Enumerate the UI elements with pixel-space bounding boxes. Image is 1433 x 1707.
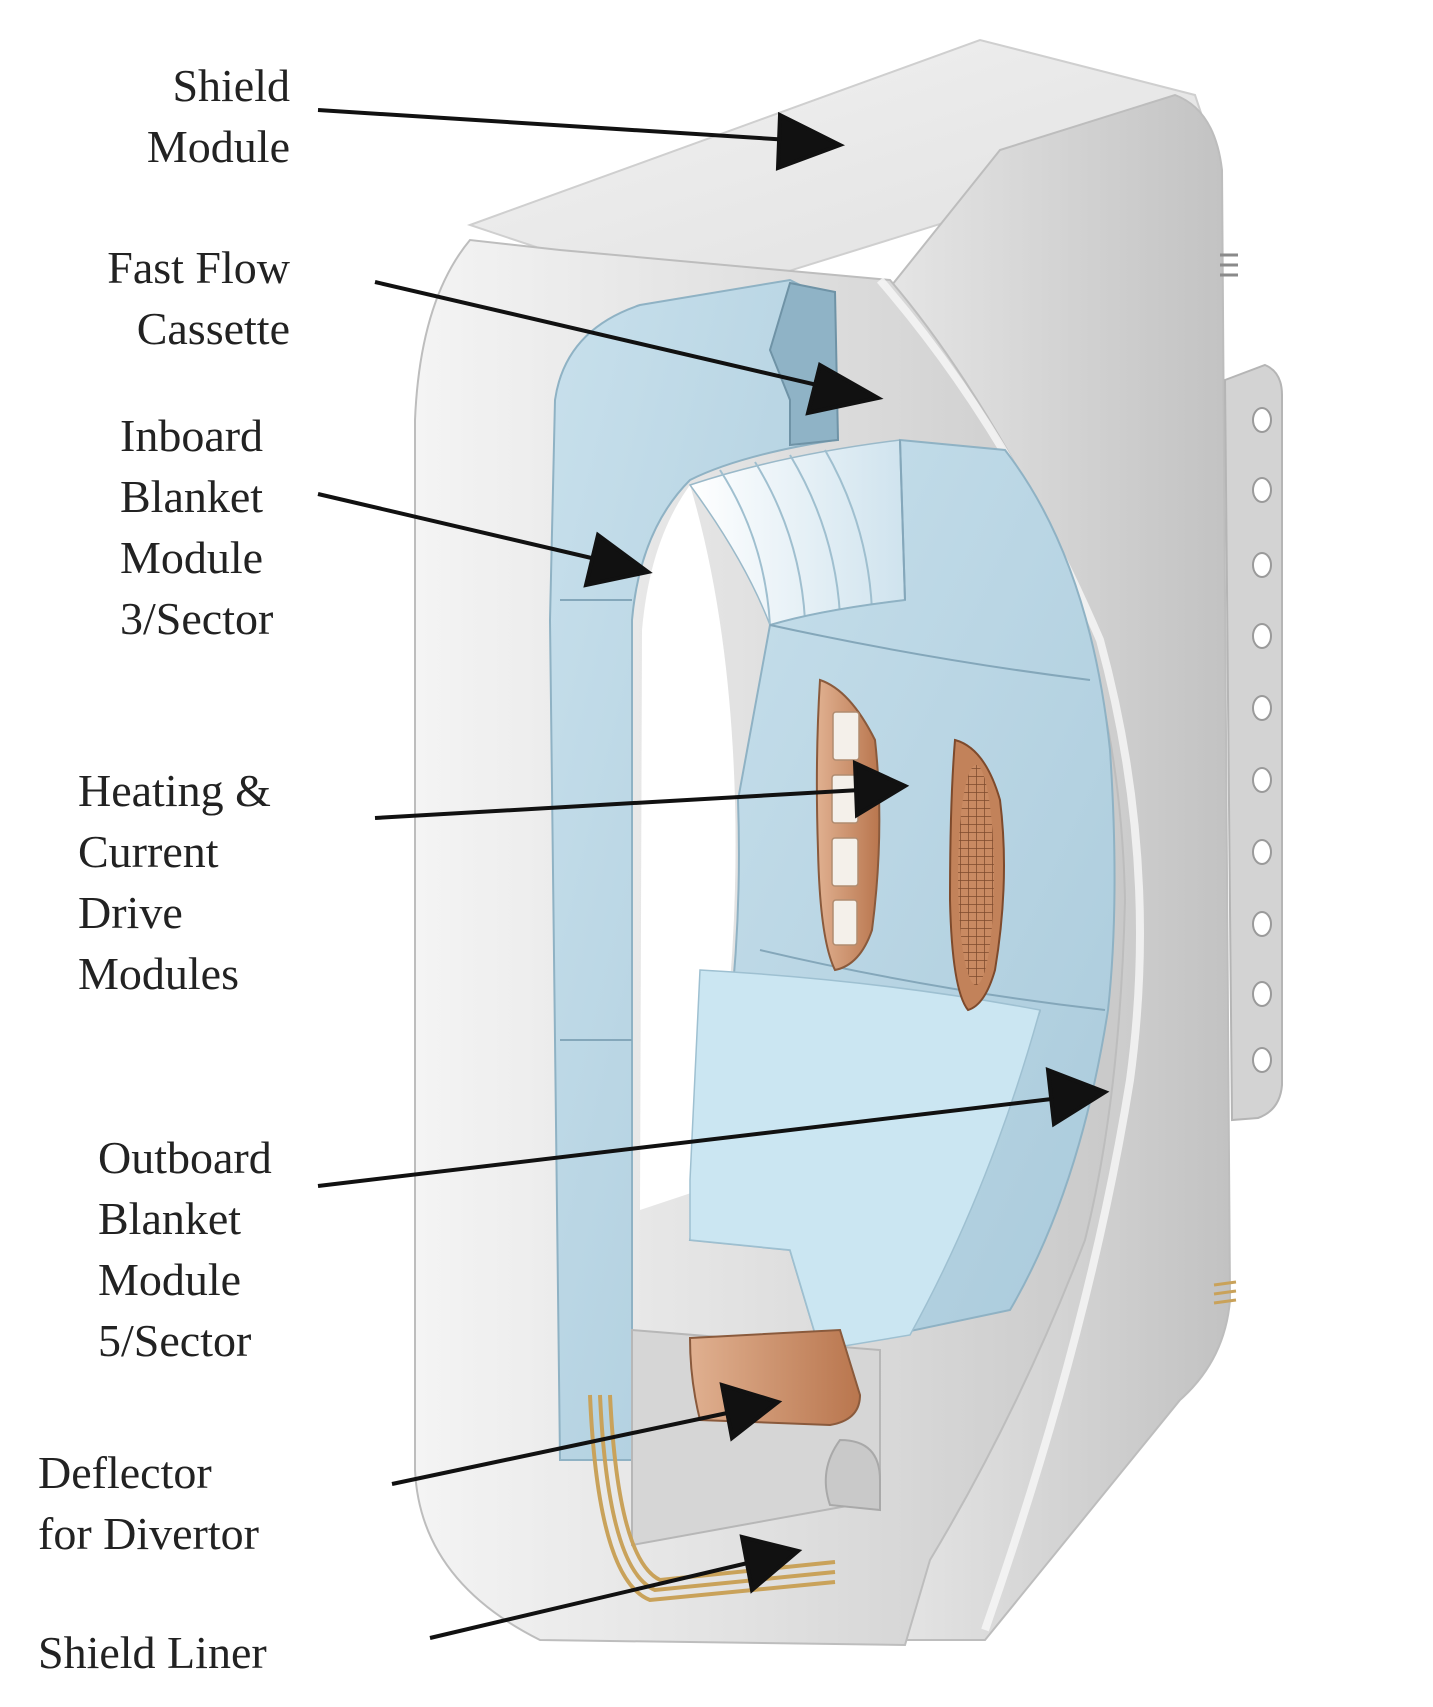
label-outboard-blanket: Outboard Blanket Module 5/Sector [98,1127,272,1371]
lower-outboard-face [689,969,1041,1351]
hcd-antenna-grid [958,765,994,985]
label-deflector: Deflector for Divertor [38,1442,259,1564]
arrow-deflector [391,1382,783,1486]
coolant-pipe-stubs [1220,253,1238,277]
label-line: Module [120,532,264,583]
label-line: Module [146,121,290,172]
label-line: for Divertor [38,1508,259,1559]
hcd-waveguide-openings [831,711,860,946]
deflector-plate [688,1328,862,1427]
label-inboard-blanket: Inboard Blanket Module 3/Sector [120,405,273,649]
arrow-shield-module [317,108,846,171]
label-line: Module [98,1254,242,1305]
label-line: Shield [172,60,290,111]
label-line: Shield Liner [38,1627,267,1678]
label-fast-flow-cassette: Fast Flow Cassette [60,237,290,359]
shield-flange [1223,363,1283,1122]
label-line: Deflector [38,1447,212,1498]
arrow-inboard-blanket [317,492,653,588]
label-line: Fast Flow [107,242,290,293]
label-line: Blanket [98,1193,242,1244]
label-heating-current-drive: Heating & Current Drive Modules [78,760,271,1004]
label-line: Outboard [98,1132,272,1183]
lower-divertor-region [588,1328,881,1603]
flange-bolt-holes [1252,407,1272,1073]
arrow-fast-flow-cassette [374,280,884,416]
callout-arrows [317,108,1110,1640]
label-line: Blanket [120,471,264,522]
divertor-rounded-slot [824,1438,881,1512]
heating-current-drive-modules [815,678,1005,1012]
label-shield-liner: Shield Liner [38,1622,267,1683]
label-line: 3/Sector [120,593,274,644]
label-shield-module: Shield Module [90,55,290,177]
arrow-shield-liner [429,1534,803,1640]
label-line: Inboard [120,410,264,461]
label-line: 5/Sector [98,1315,252,1366]
first-wall-ribs [719,449,873,626]
label-line: Modules [78,948,239,999]
label-line: Current [78,826,219,877]
label-line: Cassette [136,303,290,354]
arrow-outboard-blanket [317,1066,1110,1188]
label-line: Heating & [78,765,271,816]
label-line: Drive [78,887,183,938]
arrow-heating-current-drive [374,759,910,820]
coolant-pipe-stubs-bottom [1213,1280,1237,1305]
